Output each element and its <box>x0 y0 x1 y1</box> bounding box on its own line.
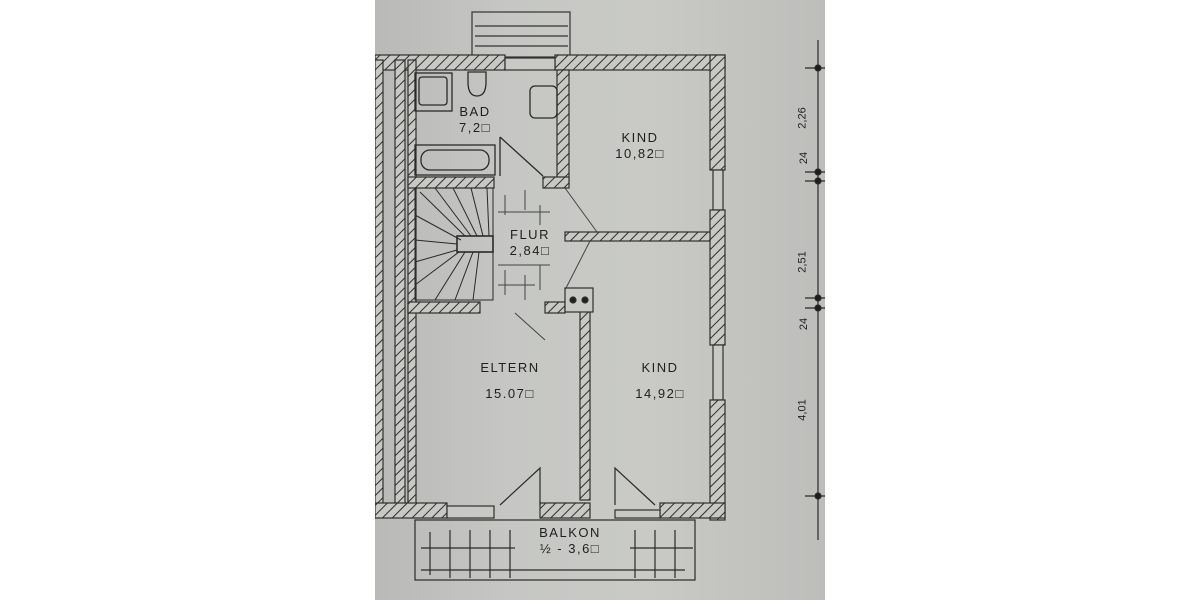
room-kind-top-name: KIND <box>621 130 659 145</box>
room-kind-top: KIND 10,82□ <box>600 130 680 162</box>
room-eltern: ELTERN 15.07□ <box>470 360 550 402</box>
room-kind-bottom-name: KIND <box>641 360 679 375</box>
room-flur: FLUR 2,84□ <box>495 227 565 259</box>
dimension-label: 4,01 <box>796 399 809 421</box>
flur-tiles <box>498 187 598 341</box>
room-bad-area: 7,2□ <box>459 120 491 135</box>
room-eltern-name: ELTERN <box>480 360 540 375</box>
door-swings <box>499 466 656 506</box>
dimension-label: 24 <box>798 151 811 165</box>
floor-plan-photo: BAD 7,2□ KIND 10,82□ FLUR 2,84□ ELTERN 1… <box>375 0 825 600</box>
dimension-label: 2,51 <box>796 251 809 273</box>
dimension-label: 24 <box>798 317 811 331</box>
room-balkon-name: BALKON <box>539 525 601 540</box>
room-kind-bottom-area: 14,92□ <box>635 386 685 401</box>
floor-plan-drawing <box>375 11 825 581</box>
room-balkon-area: ½ - 3,6□ <box>539 541 601 556</box>
walls <box>375 54 726 521</box>
room-bad: BAD 7,2□ <box>445 104 505 136</box>
dimension-line <box>805 40 825 540</box>
room-eltern-area: 15.07□ <box>485 386 535 401</box>
bathroom-fixtures <box>414 71 558 177</box>
room-kind-top-area: 10,82□ <box>615 146 665 161</box>
balcony <box>414 519 696 581</box>
dimension-label: 2,26 <box>796 107 809 129</box>
room-kind-bottom: KIND 14,92□ <box>625 360 695 402</box>
staircase <box>414 187 494 301</box>
room-bad-name: BAD <box>459 104 491 119</box>
top-window-hatch <box>471 11 571 58</box>
room-flur-area: 2,84□ <box>509 243 551 258</box>
room-flur-name: FLUR <box>510 227 550 242</box>
room-balkon: BALKON ½ - 3,6□ <box>525 525 615 557</box>
